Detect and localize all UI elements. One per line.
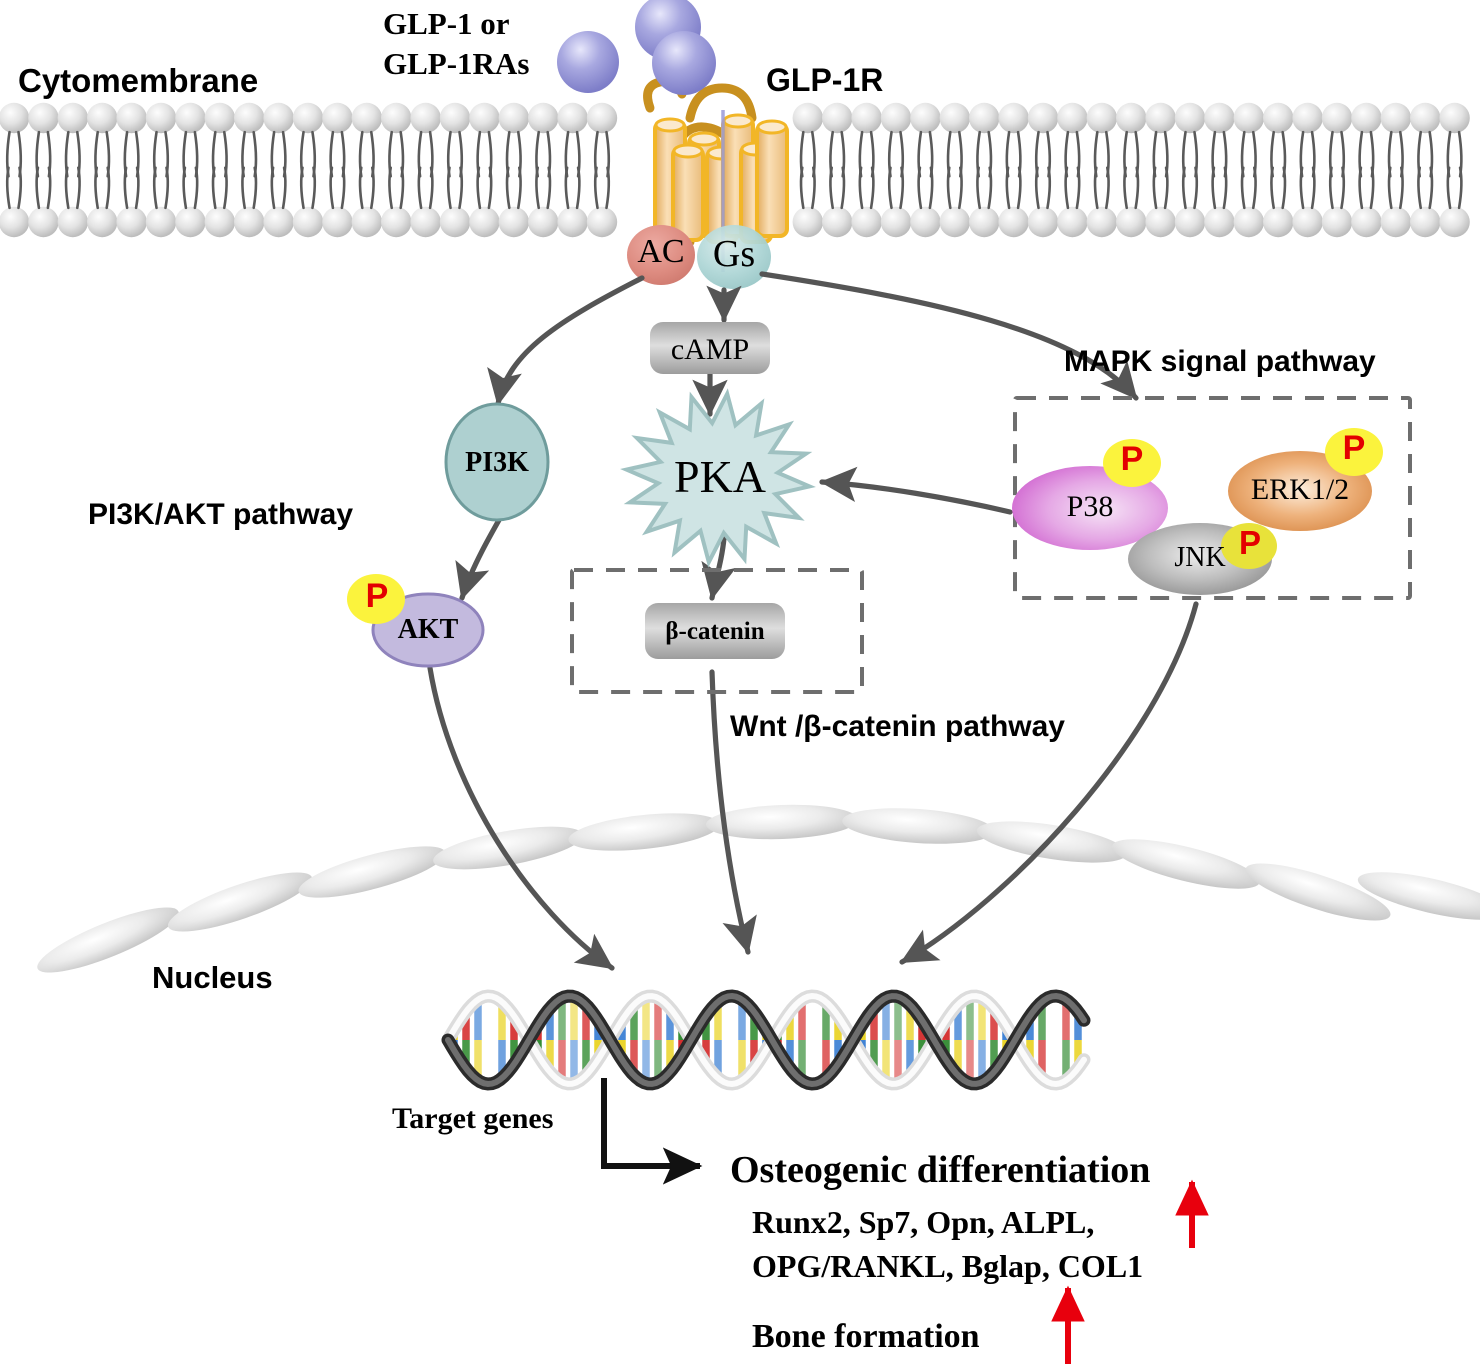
camp-box (650, 322, 770, 374)
cytomembrane-label: Cytomembrane (18, 62, 259, 99)
gs-protein (697, 225, 771, 289)
phospho-label-erk: P (1342, 429, 1366, 467)
bone-formation-label: Bone formation (752, 1318, 980, 1355)
gs-label: Gs (712, 233, 756, 275)
pi3k-akt-pathway-label: PI3K/AKT pathway (88, 498, 354, 531)
nuclear-envelope-pod (37, 907, 179, 973)
gene-list-line2: OPG/RANKL, Bglap, COL1 (752, 1248, 1144, 1284)
nuclear-envelope-pod (433, 826, 583, 870)
phospho-badge-erk (1325, 428, 1383, 476)
arrow-mapk-to-pka (819, 466, 1013, 515)
gene-list-line1: Runx2, Sp7, Opn, ALPL, (752, 1204, 1095, 1240)
p38-node (1012, 466, 1168, 550)
nuclear-envelope-pod (298, 846, 446, 898)
camp-label: cAMP (670, 333, 750, 366)
arrow-receptor-to-mapk (759, 271, 1139, 401)
phospho-label-p38: P (1120, 440, 1144, 478)
beta-catenin-label: β-catenin (665, 618, 765, 645)
target-genes-label: Target genes (392, 1102, 554, 1135)
ac-enzyme (627, 225, 695, 285)
pka-starburst (620, 388, 816, 568)
pka-label: PKA (673, 451, 767, 502)
erk-node (1228, 451, 1372, 531)
glp1r-label: GLP-1R (766, 62, 884, 98)
arrow-akt-to-dna (427, 665, 615, 971)
p38-label: P38 (1066, 490, 1114, 523)
ligand-ball (557, 31, 619, 93)
jnk-label: JNK (1174, 542, 1226, 573)
arrow-bcatenin-to-dna (709, 669, 757, 955)
erk-label: ERK1/2 (1250, 473, 1350, 506)
wnt-pathway-label: Wnt /β-catenin pathway (730, 710, 1065, 743)
nuclear-envelope-pod (706, 804, 858, 840)
nuclear-envelope-pod (568, 813, 720, 851)
mapk-pathway-label: MAPK signal pathway (1064, 345, 1376, 378)
beta-catenin-box (645, 603, 785, 659)
ac-label: AC (637, 233, 685, 270)
ligand-label-line2: GLP-1RAs (383, 46, 530, 81)
nuclear-envelope-pod (167, 872, 313, 932)
phospho-badge-akt (347, 574, 405, 624)
phospho-label-jnk: P (1238, 524, 1261, 561)
signal-arrows (427, 271, 1199, 971)
nuclear-envelope-pod (842, 808, 994, 844)
cytomembrane-bilayer (0, 102, 1470, 238)
glp1-ligand-group (557, 0, 716, 95)
target-genes-elbow-arrow (601, 1078, 703, 1185)
akt-label: AKT (397, 614, 459, 645)
dna-double-helix (441, 989, 1091, 1091)
nuclear-envelope-pod (1245, 863, 1391, 921)
nuclear-envelope-pod (1112, 839, 1260, 889)
mapk-pathway-dashed-box (1013, 396, 1412, 600)
pi3k-node (444, 402, 550, 522)
pi3k-label: PI3K (465, 447, 529, 478)
arrow-ac-to-pi3k (487, 275, 645, 407)
wnt-pathway-dashed-box (570, 568, 864, 694)
phospho-badge-p38 (1103, 439, 1161, 487)
ligand-ball (652, 31, 716, 95)
osteogenic-differentiation-label: Osteogenic differentiation (730, 1149, 1151, 1191)
nucleus-envelope (37, 804, 1480, 973)
phospho-badge-jnk (1221, 523, 1277, 569)
phospho-label-akt: P (365, 577, 389, 615)
nuclear-envelope-pod (1357, 872, 1480, 920)
nuclear-envelope-pod (976, 821, 1128, 863)
nucleus-label: Nucleus (152, 960, 273, 995)
arrow-jnk-to-dna (899, 601, 1199, 965)
ligand-label-line1: GLP-1 or (383, 6, 510, 41)
